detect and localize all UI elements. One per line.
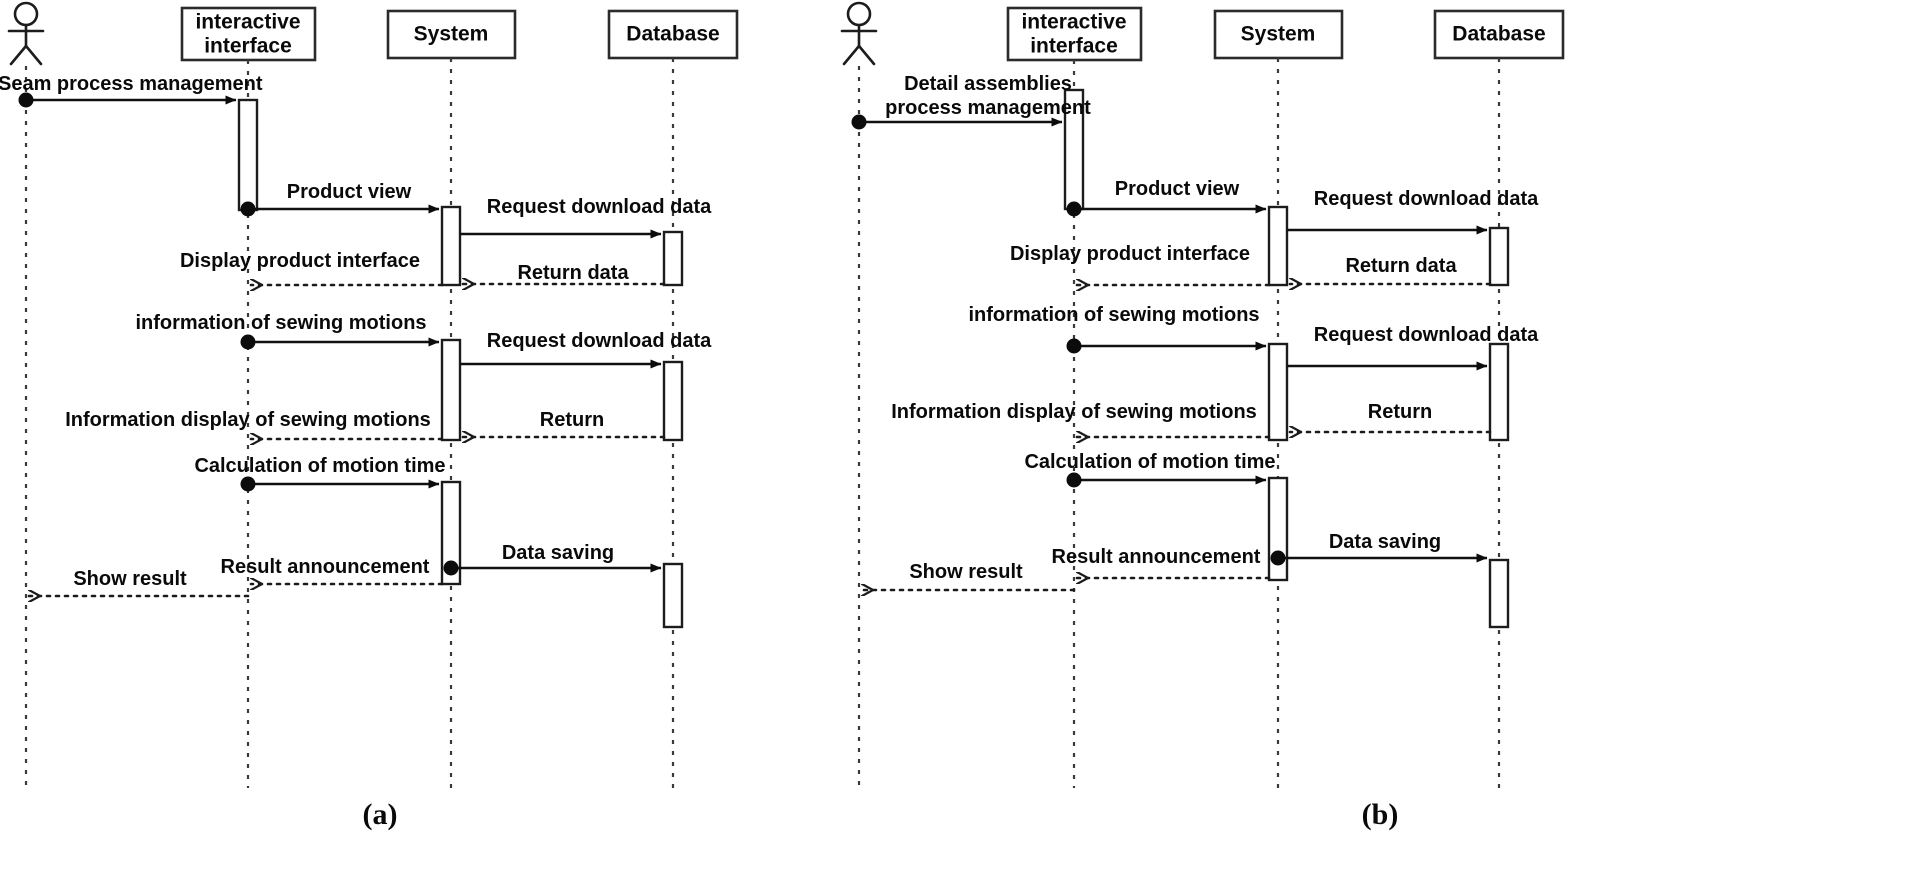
activation-system-1	[1267, 205, 1289, 287]
activation-system-1	[440, 205, 462, 287]
message-information-display-of-sewing-motions: Information display of sewing motions	[891, 401, 1271, 437]
message-return-data: Return data	[461, 262, 666, 284]
activation-database-3	[662, 562, 684, 629]
message-request-download-data-2: Request download data	[1287, 324, 1539, 371]
message-label: information of sewing motions	[968, 304, 1259, 326]
message-seam-process-management: Seam process management	[0, 73, 263, 108]
message-data-saving: Data saving	[443, 542, 662, 576]
message-label: information of sewing motions	[135, 312, 426, 334]
message-label: Result announcement	[221, 556, 430, 578]
message-request-download-data-1: Request download data	[1287, 188, 1539, 235]
lifeline-label-database: Database	[1452, 23, 1545, 46]
message-display-product-interface: Display product interface	[180, 250, 444, 285]
message-label-line2: process management	[885, 97, 1091, 119]
lifeline-header-interactive-interface: interactive interface	[180, 6, 317, 62]
activation-database-1	[1488, 226, 1510, 287]
activation-system-3	[440, 480, 462, 586]
message-origin-dot	[443, 560, 459, 576]
lifeline-header-database: Database	[1433, 9, 1565, 60]
message-origin-dot	[1066, 338, 1082, 354]
message-label: Data saving	[502, 542, 614, 564]
message-origin-dot	[240, 201, 256, 217]
message-label: Return data	[1345, 255, 1457, 277]
activation-database-2	[662, 360, 684, 442]
message-label-line1: Detail assemblies	[904, 73, 1072, 95]
message-origin-dot	[18, 92, 34, 108]
message-calculation-of-motion-time: Calculation of motion time	[1024, 451, 1276, 488]
activation-system-2	[440, 338, 462, 442]
message-product-view: Product view	[240, 181, 440, 217]
message-label: Return data	[517, 262, 629, 284]
sequence-diagram-panel-a: interactive interface System Database	[0, 0, 800, 873]
message-label: Request download data	[487, 196, 712, 218]
message-origin-dot	[240, 476, 256, 492]
message-show-result: Show result	[860, 561, 1076, 590]
message-information-of-sewing-motions: information of sewing motions	[135, 312, 440, 350]
lifeline-header-database: Database	[607, 9, 739, 60]
message-return: Return	[1288, 401, 1492, 432]
activation-interactive-1	[237, 98, 259, 212]
lifeline-label-interactive-line1: interactive	[1021, 11, 1126, 34]
message-request-download-data-1: Request download data	[460, 196, 712, 239]
lifeline-label-database: Database	[626, 23, 719, 46]
message-label: Request download data	[1314, 324, 1539, 346]
message-return-data: Return data	[1288, 255, 1492, 284]
message-origin-dot	[1066, 201, 1082, 217]
message-label: Calculation of motion time	[194, 455, 445, 477]
lifeline-label-system: System	[1241, 23, 1316, 46]
message-label: Show result	[909, 561, 1023, 583]
message-origin-dot	[1270, 550, 1286, 566]
message-request-download-data-2: Request download data	[460, 330, 712, 369]
activation-database-1	[662, 230, 684, 287]
message-calculation-of-motion-time: Calculation of motion time	[194, 455, 446, 492]
message-origin-dot	[851, 114, 867, 130]
lifeline-label-interactive-line2: interface	[1030, 35, 1118, 58]
message-data-saving: Data saving	[1270, 531, 1488, 566]
message-label: Information display of sewing motions	[65, 409, 431, 431]
message-return: Return	[461, 409, 666, 437]
message-label: Display product interface	[180, 250, 420, 272]
message-information-of-sewing-motions: information of sewing motions	[968, 304, 1267, 354]
lifeline-label-interactive-line2: interface	[204, 35, 292, 58]
message-result-announcement: Result announcement	[1052, 546, 1271, 578]
lifeline-header-system: System	[1213, 9, 1344, 60]
message-detail-assemblies-process-management: Detail assemblies process management	[851, 73, 1091, 130]
message-result-announcement: Result announcement	[221, 556, 444, 584]
activation-database-3	[1488, 558, 1510, 629]
message-information-display-of-sewing-motions: Information display of sewing motions	[65, 409, 444, 439]
message-label: Request download data	[487, 330, 712, 352]
message-label: Display product interface	[1010, 243, 1250, 265]
message-product-view: Product view	[1066, 178, 1267, 217]
message-label: Data saving	[1329, 531, 1441, 553]
message-label: Product view	[287, 181, 412, 203]
panel-caption-a: (a)	[362, 798, 398, 831]
actor-icon	[7, 1, 45, 66]
message-label: Calculation of motion time	[1024, 451, 1275, 473]
message-display-product-interface: Display product interface	[1010, 243, 1271, 285]
message-label: Return	[1368, 401, 1432, 423]
message-origin-dot	[240, 334, 256, 350]
actor-icon	[840, 1, 878, 66]
sequence-diagram-panel-b: interactive interface System Database	[840, 0, 1930, 873]
lifeline-header-interactive-interface: interactive interface	[1006, 6, 1143, 62]
message-label: Information display of sewing motions	[891, 401, 1257, 423]
panel-caption-b: (b)	[1361, 798, 1399, 831]
message-label: Show result	[73, 568, 187, 590]
message-label: Result announcement	[1052, 546, 1261, 568]
message-origin-dot	[1066, 472, 1082, 488]
activation-database-2	[1488, 342, 1510, 442]
message-label: Product view	[1115, 178, 1240, 200]
message-show-result: Show result	[27, 568, 250, 596]
lifeline-header-system: System	[386, 9, 517, 60]
message-label: Return	[540, 409, 604, 431]
message-label: Seam process management	[0, 73, 263, 95]
lifeline-label-system: System	[414, 23, 489, 46]
message-label: Request download data	[1314, 188, 1539, 210]
lifeline-label-interactive-line1: interactive	[195, 11, 300, 34]
activation-system-2	[1267, 342, 1289, 442]
